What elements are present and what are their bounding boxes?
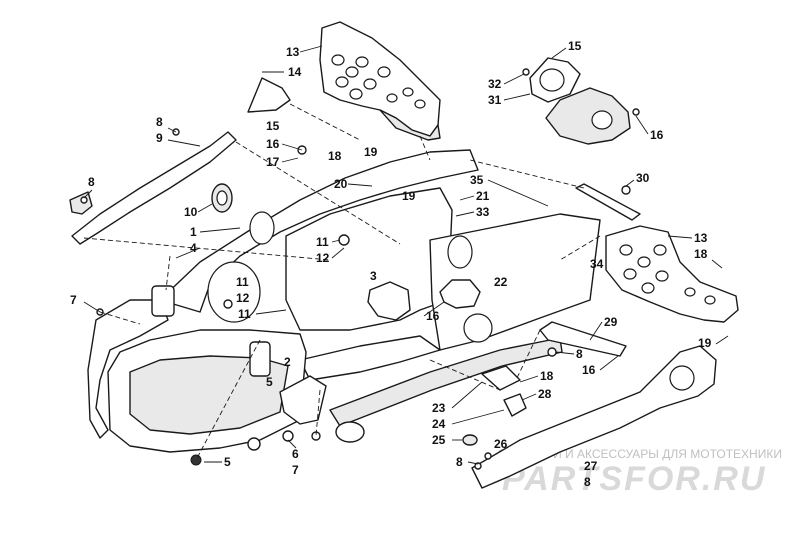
callout-19: 19 (698, 336, 712, 350)
callout-19: 19 (364, 145, 378, 159)
callout-32: 32 (488, 77, 502, 91)
callout-18: 18 (328, 149, 342, 163)
callout-11: 11 (236, 275, 249, 289)
callout-8: 8 (576, 347, 583, 361)
callout-13: 13 (286, 45, 300, 59)
callout-18: 18 (694, 247, 708, 261)
callout-34: 34 (590, 257, 604, 271)
callout-10: 10 (184, 205, 198, 219)
pulley-10 (211, 183, 233, 213)
callout-22: 22 (494, 275, 508, 289)
callout-4: 4 (190, 241, 197, 255)
callout-7: 7 (70, 293, 77, 307)
assembly-guides (83, 103, 601, 461)
clip-24 (503, 393, 527, 417)
callout-12: 12 (316, 251, 330, 265)
callout-5: 5 (224, 455, 231, 469)
callout-20: 20 (334, 177, 348, 191)
rail-19 (471, 345, 717, 489)
callout-16: 16 (582, 363, 596, 377)
callout-16: 16 (266, 137, 280, 151)
callout-18: 18 (540, 369, 554, 383)
bushing-25 (462, 434, 478, 446)
bearing-plate-16 (439, 279, 481, 309)
callout-19: 19 (402, 189, 416, 203)
fasteners (80, 68, 640, 470)
floor-plate-rear (605, 225, 739, 323)
cross-brace-9 (71, 131, 237, 245)
callout-15: 15 (266, 119, 280, 133)
floor-plate-upper (319, 21, 441, 141)
callout-31: 31 (488, 93, 502, 107)
callout-33: 33 (476, 205, 490, 219)
bracket-3 (367, 281, 411, 321)
end-bracket (69, 191, 93, 215)
callout-27: 27 (584, 459, 598, 473)
callout-16: 16 (650, 128, 664, 142)
callout-12: 12 (236, 291, 250, 305)
callout-8: 8 (584, 475, 591, 489)
callout-5: 5 (266, 375, 273, 389)
callout-17: 17 (266, 155, 280, 169)
callout-15: 15 (568, 39, 582, 53)
callout-23: 23 (432, 401, 446, 415)
callout-7: 7 (292, 463, 299, 477)
callout-28: 28 (538, 387, 552, 401)
watermark-brand: PARTSFOR.RU (502, 460, 766, 498)
callout-11: 11 (316, 235, 329, 249)
callout-14: 14 (288, 65, 302, 79)
callout-8: 8 (456, 455, 463, 469)
bearing-housing (529, 57, 631, 145)
callout-8: 8 (88, 175, 95, 189)
callout-13: 13 (694, 231, 708, 245)
callout-6: 6 (292, 447, 299, 461)
callout-25: 25 (432, 433, 446, 447)
callout-8: 8 (156, 115, 163, 129)
callout-labels: 13 14 15 32 31 16 8 9 15 16 17 18 19 20 … (70, 39, 729, 489)
bar-30 (575, 183, 641, 221)
callout-26: 26 (494, 437, 508, 451)
main-frame (87, 149, 601, 453)
callout-35: 35 (470, 173, 484, 187)
rear-support-29 (539, 321, 627, 357)
cover-plate-14 (247, 77, 291, 113)
callout-1: 1 (190, 225, 197, 239)
callout-16: 16 (426, 309, 440, 323)
callout-2: 2 (284, 355, 291, 369)
watermark-tagline: ЗАПЧАСТИ И АКСЕССУАРЫ ДЛЯ МОТОТЕХНИКИ (498, 447, 782, 461)
callout-11: 11 (238, 307, 251, 321)
callout-30: 30 (636, 171, 650, 185)
callout-29: 29 (604, 315, 618, 329)
plate-23 (481, 365, 521, 391)
callout-21: 21 (476, 189, 490, 203)
callout-24: 24 (432, 417, 446, 431)
callout-9: 9 (156, 131, 163, 145)
callout-3: 3 (370, 269, 377, 283)
